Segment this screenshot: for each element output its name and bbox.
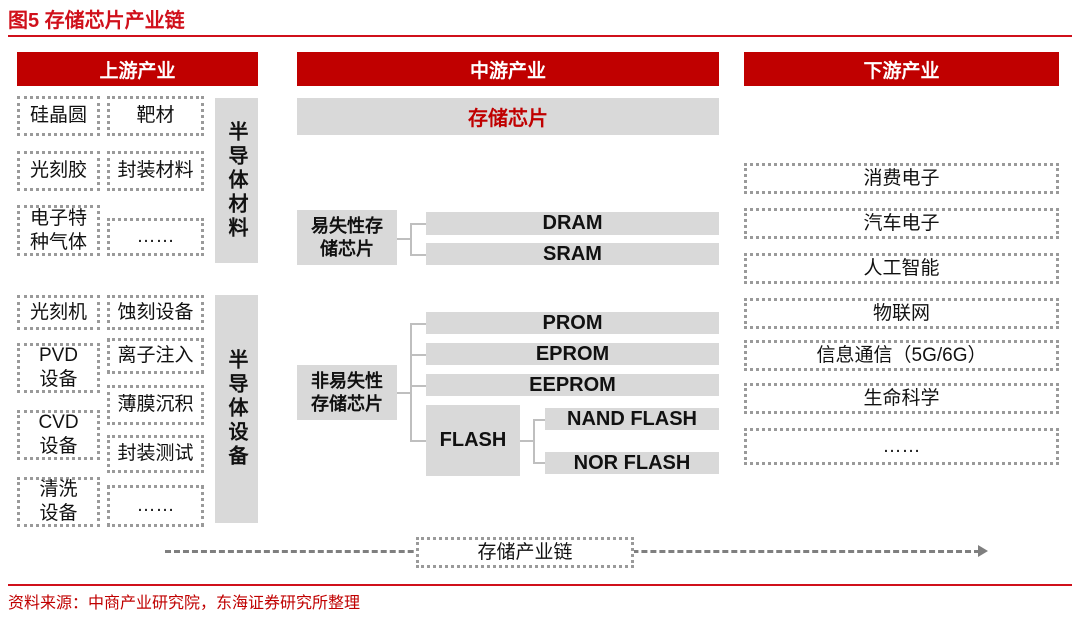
connector [410, 254, 426, 256]
downstream-item: 汽车电子 [744, 208, 1059, 239]
connector [533, 419, 535, 463]
equipment-item: 蚀刻设备 [107, 295, 204, 330]
material-item: …… [107, 218, 204, 256]
downstream-item: …… [744, 428, 1059, 465]
title-divider [8, 35, 1072, 37]
equipment-item: PVD设备 [17, 343, 100, 393]
materials-label: 半导体材料 [215, 98, 258, 263]
connector [397, 392, 411, 394]
flash-item-nand: NAND FLASH [545, 408, 719, 430]
equipment-item: …… [107, 485, 204, 527]
connector [397, 238, 411, 240]
volatile-item-dram: DRAM [426, 212, 719, 235]
downstream-item: 人工智能 [744, 253, 1059, 284]
downstream-item: 信息通信（5G/6G） [744, 340, 1059, 371]
connector [410, 354, 426, 356]
connector [410, 385, 426, 387]
connector [520, 440, 534, 442]
downstream-header: 下游产业 [744, 52, 1059, 86]
downstream-item: 生命科学 [744, 383, 1059, 414]
equipment-item: CVD设备 [17, 410, 100, 460]
upstream-header: 上游产业 [17, 52, 258, 86]
connector [533, 462, 545, 464]
material-item: 靶材 [107, 96, 204, 136]
equipment-item: 光刻机 [17, 295, 100, 330]
connector [533, 419, 545, 421]
material-item: 硅晶圆 [17, 96, 100, 136]
nonvolatile-label: 非易失性存储芯片 [297, 365, 397, 420]
downstream-item: 消费电子 [744, 163, 1059, 194]
equipment-item: 清洗设备 [17, 477, 100, 527]
volatile-label: 易失性存储芯片 [297, 210, 397, 265]
arrow-head-icon [978, 545, 988, 557]
nonvolatile-item-eprom: EPROM [426, 343, 719, 365]
connector [410, 323, 412, 441]
flash-item-nor: NOR FLASH [545, 452, 719, 474]
midstream-header: 中游产业 [297, 52, 719, 86]
material-item: 光刻胶 [17, 151, 100, 191]
volatile-item-sram: SRAM [426, 243, 719, 265]
connector [410, 323, 426, 325]
connector [410, 440, 426, 442]
storage-chip-root: 存储芯片 [297, 98, 719, 135]
figure-title: 图5 存储芯片产业链 [8, 10, 185, 32]
nonvolatile-item-eeprom: EEPROM [426, 374, 719, 396]
footer-divider [8, 584, 1072, 586]
downstream-item: 物联网 [744, 298, 1059, 329]
flash-label: FLASH [426, 405, 520, 476]
source-note: 资料来源：中商产业研究院，东海证券研究所整理 [8, 595, 361, 612]
material-item: 封装材料 [107, 151, 204, 191]
equipment-item: 封装测试 [107, 435, 204, 473]
connector [410, 223, 412, 255]
chain-label: 存储产业链 [416, 537, 634, 568]
equipment-item: 薄膜沉积 [107, 385, 204, 425]
connector [410, 223, 426, 225]
material-item: 电子特种气体 [17, 205, 100, 256]
equipment-label: 半导体设备 [215, 295, 258, 523]
equipment-item: 离子注入 [107, 338, 204, 374]
nonvolatile-item-prom: PROM [426, 312, 719, 334]
